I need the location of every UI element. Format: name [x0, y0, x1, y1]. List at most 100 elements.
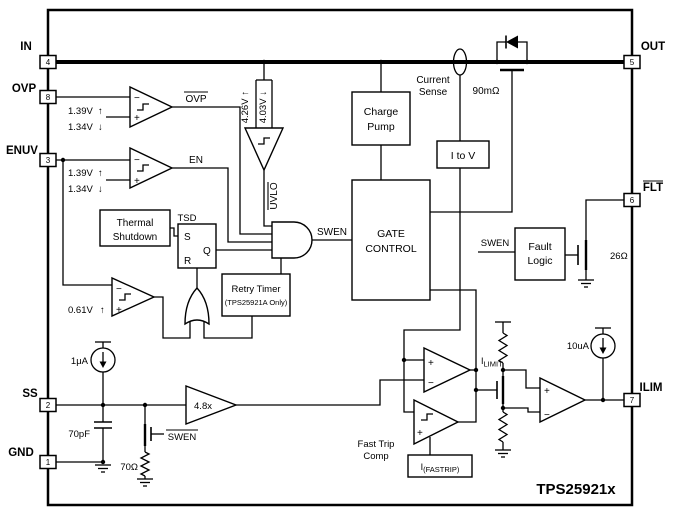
- fastrip-label: I(FASTRIP): [421, 462, 460, 474]
- pin-label-ss: SS: [22, 388, 38, 400]
- pin-enuv: ENUV 3: [6, 145, 57, 168]
- junction-dot: [494, 59, 500, 65]
- latch-r-label: R: [184, 256, 191, 267]
- swen-fault-label: SWEN: [481, 238, 510, 249]
- minus-sign: −: [428, 378, 434, 389]
- i-to-v-box: [436, 140, 490, 169]
- plus-sign: +: [134, 176, 140, 187]
- gain-output-wire: [236, 379, 424, 406]
- charge-pump-block: Charge Pump: [351, 59, 411, 180]
- falling-arrow: ↓: [98, 122, 103, 133]
- pin-label-flt: FLT: [643, 182, 663, 194]
- or-gate: [184, 268, 210, 326]
- pin-ovp: OVP 8: [12, 83, 57, 105]
- pin-number-flt: 6: [630, 196, 635, 205]
- minus-sign: −: [134, 93, 140, 104]
- junction-dot: [524, 59, 530, 65]
- ground-icon: [494, 449, 512, 458]
- tsd-signal-label: TSD: [178, 213, 197, 224]
- uvlo-output-wire: [263, 170, 272, 227]
- body-diode-wire-left: [496, 41, 506, 62]
- en-output-wire: [172, 167, 272, 243]
- plus-sign: +: [428, 358, 434, 369]
- body-diode-icon: [506, 35, 518, 49]
- charge-pump-line1: Charge: [364, 106, 399, 118]
- ilimit-label: ILIMIT: [481, 356, 503, 369]
- pin-ilim: ILIM 7: [623, 382, 663, 408]
- rising-arrow: ↑: [98, 168, 103, 179]
- ilim-resistor-bottom-icon: [497, 411, 509, 443]
- ilim-current-source-icon: [590, 333, 616, 359]
- rising-arrow: ↑: [100, 305, 105, 316]
- ovp-comparator: − + 1.39V ↑ 1.34V ↓ OVP: [56, 85, 272, 235]
- pin-label-ilim: ILIM: [640, 382, 663, 394]
- pin-number-enuv: 3: [46, 156, 51, 165]
- enuv-061-comparator-icon: [111, 276, 156, 318]
- comp-to-or-wire: [154, 296, 191, 339]
- ovp-signal-label: OVP: [185, 94, 206, 105]
- ilim-comparator-icon: [539, 376, 587, 424]
- junction-dot: [500, 405, 506, 411]
- fault-logic-line1: Fault: [528, 241, 551, 253]
- fast-trip-label-2: Comp: [363, 451, 388, 462]
- comp-plus-wire: [503, 369, 540, 389]
- i-to-v-label: I to V: [451, 150, 476, 162]
- pin-box-in: [39, 54, 57, 70]
- fast-trip-comparator-icon: [413, 398, 460, 446]
- pin-label-gnd: GND: [8, 447, 34, 459]
- ilim-network: + − 10uA: [494, 321, 624, 458]
- and-gate: SWEN: [271, 221, 352, 259]
- fastrip-block: I(FASTRIP): [407, 454, 473, 478]
- gain-label: 4.8x: [194, 401, 212, 412]
- en-signal-label: EN: [189, 155, 203, 166]
- current-sense: Current Sense: [416, 48, 468, 141]
- flt-fet-label: 26Ω: [610, 251, 628, 262]
- rds-on-label: 90mΩ: [473, 86, 500, 97]
- uvlo-signal-label: UVLO: [269, 182, 280, 209]
- comp-minus-wire: [503, 407, 540, 413]
- en-rise-threshold: 1.39V: [68, 168, 93, 179]
- swen-signal-label: SWEN: [317, 227, 347, 238]
- en-fall-threshold: 1.34V: [68, 184, 93, 195]
- minus-sign: −: [134, 155, 140, 166]
- retry-to-or-wire: [203, 316, 253, 339]
- ss-res-label: 70Ω: [120, 462, 138, 473]
- current-sense-label-1: Current: [416, 75, 450, 86]
- junction-dot: [100, 459, 106, 465]
- gain-amp-icon: [185, 384, 238, 426]
- fastrip-box: [407, 454, 473, 478]
- swen-bar-label: SWEN: [168, 432, 197, 443]
- ovp-fall-threshold: 1.34V: [68, 122, 93, 133]
- en-comparator-icon: [129, 146, 174, 190]
- current-limit-amp: + − ILIMIT: [423, 346, 503, 394]
- falling-arrow: ↓: [258, 91, 269, 96]
- plus-sign: +: [116, 305, 122, 316]
- pin-number-ss: 2: [46, 401, 51, 410]
- sr-latch-box: [177, 223, 217, 269]
- en-comparator: − + 1.39V ↑ 1.34V ↓ EN: [56, 146, 272, 243]
- charge-pump-line2: Pump: [367, 121, 395, 133]
- pin-box-out: [623, 54, 641, 70]
- enuv-trunk-wire: [62, 160, 112, 286]
- junction-dot: [401, 357, 407, 363]
- ovp-rise-threshold: 1.39V: [68, 106, 93, 117]
- i-to-v-block: I to V: [401, 140, 490, 413]
- sr-latch: S Q R: [177, 223, 272, 269]
- pin-ss: SS 2: [22, 388, 57, 413]
- rising-arrow: ↑: [98, 106, 103, 117]
- tsd-wire: [170, 227, 178, 237]
- uvlo-signal-label-group: UVLO: [267, 182, 280, 210]
- enuv-ref-threshold: 0.61V: [68, 305, 93, 316]
- chip-boundary: [46, 8, 634, 507]
- thermal-shutdown-line2: Shutdown: [113, 232, 157, 243]
- retry-timer-box: [221, 273, 291, 317]
- pin-gnd: GND 1: [8, 447, 57, 470]
- ss-current-source-icon: [90, 347, 116, 373]
- pin-label-in: IN: [20, 41, 32, 53]
- thermal-shutdown-line1: Thermal: [117, 218, 154, 229]
- pass-fet-gate-wire: [430, 70, 513, 213]
- latch-q-label: Q: [203, 246, 211, 257]
- rising-arrow: ↑: [240, 91, 251, 96]
- ss-resistor-icon: [139, 451, 151, 477]
- enuv-061-comparator: − + 0.61V ↑: [62, 160, 191, 339]
